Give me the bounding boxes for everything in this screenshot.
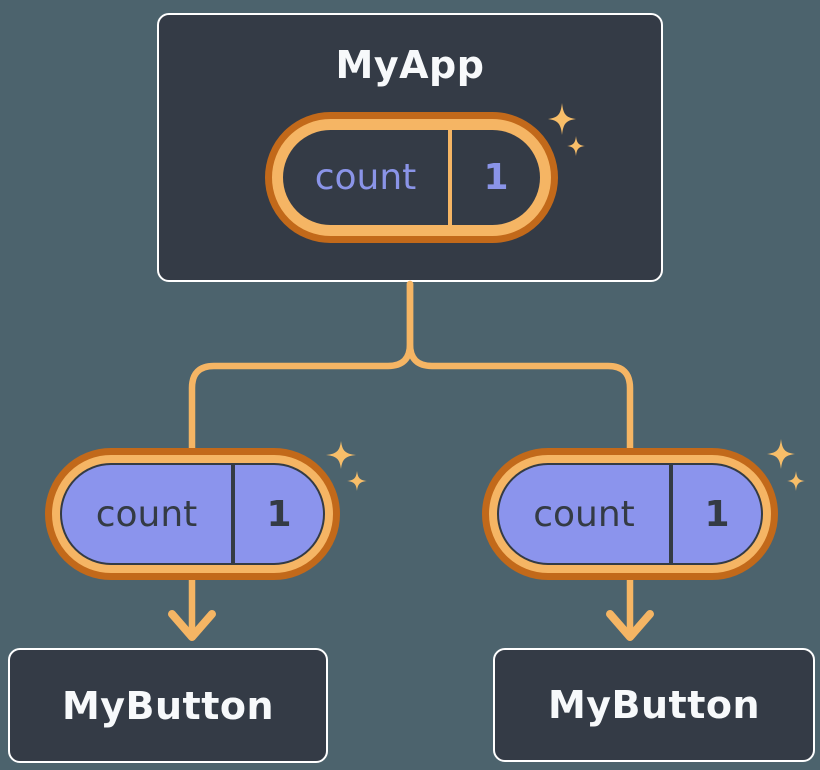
- sparkle-icon: [548, 103, 576, 135]
- component-name: MyApp: [335, 43, 485, 87]
- sparkle-icon: [767, 439, 795, 469]
- prop-name: count: [95, 493, 198, 535]
- prop-value: 1: [266, 493, 292, 535]
- state-name: count: [314, 157, 417, 198]
- branch-left-line: [188, 280, 414, 456]
- state-value: 1: [483, 157, 509, 198]
- pill-divider: [669, 465, 673, 563]
- sparkle-icon: [326, 441, 356, 469]
- prop-pill-left: count 1: [45, 448, 340, 580]
- branch-right-line: [406, 280, 634, 456]
- sparkle-icon: [347, 471, 367, 491]
- component-name: MyButton: [547, 683, 761, 727]
- component-name: MyButton: [61, 683, 275, 728]
- arrow-left-head-icon: [168, 610, 216, 641]
- state-pill-myapp: count 1: [265, 112, 558, 243]
- pill-body: count 1: [497, 463, 763, 565]
- pill-body: count 1: [60, 463, 325, 565]
- arrow-right-head-icon: [606, 610, 654, 641]
- prop-value: 1: [704, 493, 730, 535]
- pill-divider: [448, 130, 452, 225]
- sparkle-icon: [567, 136, 585, 156]
- prop-pill-right: count 1: [482, 448, 778, 580]
- tree-node-mybutton-right: MyButton: [493, 648, 815, 762]
- pill-body: count 1: [283, 130, 540, 225]
- tree-node-mybutton-left: MyButton: [8, 648, 328, 763]
- sparkle-icon: [787, 471, 805, 491]
- prop-name: count: [533, 493, 635, 535]
- pill-divider: [231, 465, 235, 563]
